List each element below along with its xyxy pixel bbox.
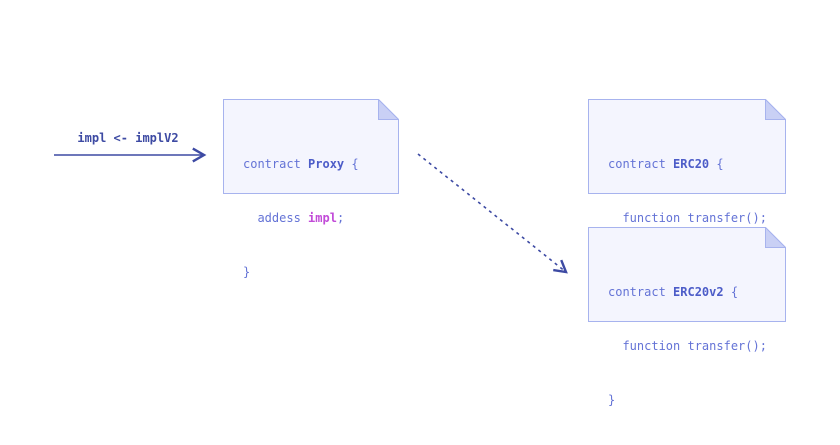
semicolon: ;: [336, 211, 345, 225]
delegate-arrow: [417, 153, 568, 274]
erc20v2-contract-card: contract ERC20v2 { function transfer(); …: [588, 227, 786, 407]
field-type: addess: [257, 211, 301, 225]
function-signature: function transfer();: [622, 211, 767, 225]
arrows-layer: [54, 147, 568, 274]
diagram-canvas: impl <- implV2 contract Proxy { addess i…: [54, 99, 786, 407]
contract-keyword: contract: [608, 157, 666, 171]
open-brace: {: [716, 157, 724, 171]
contract-name: ERC20: [673, 157, 710, 171]
document-shape: [588, 227, 786, 322]
erc20-contract-card: contract ERC20 { function transfer(); }: [588, 99, 786, 279]
document-shape: [588, 99, 786, 194]
contract-name: ERC20v2: [673, 285, 724, 299]
contract-name: Proxy: [308, 157, 345, 171]
impl-field: impl: [308, 211, 337, 225]
open-brace: {: [351, 157, 359, 171]
folded-corner: [765, 227, 786, 248]
erc20v2-code: contract ERC20v2 { function transfer(); …: [608, 247, 767, 445]
proxy-code: contract Proxy { addess impl; }: [243, 119, 359, 317]
contract-keyword: contract: [243, 157, 301, 171]
close-brace: }: [243, 265, 251, 279]
document-shape: [223, 99, 399, 194]
folded-corner: [378, 99, 399, 120]
open-brace: {: [730, 285, 739, 299]
folded-corner: [765, 99, 786, 120]
contract-keyword: contract: [608, 285, 666, 299]
function-signature: function transfer();: [622, 339, 767, 353]
proxy-contract-card: contract Proxy { addess impl; }: [223, 99, 399, 279]
close-brace: }: [608, 393, 616, 407]
upgrade-label: impl <- implV2: [77, 131, 179, 145]
